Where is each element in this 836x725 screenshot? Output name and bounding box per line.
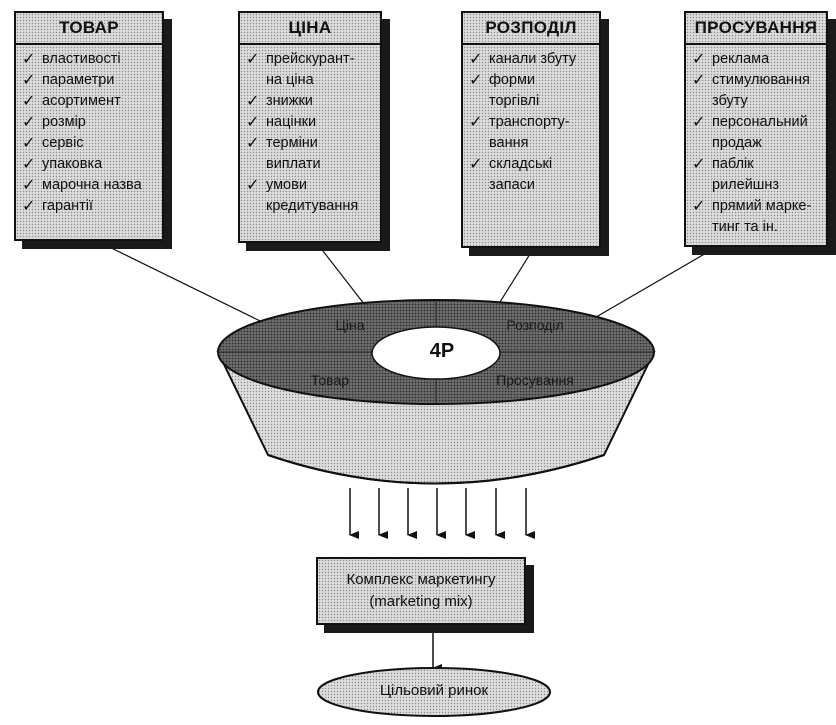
list-item-text: розмір xyxy=(42,114,86,130)
list-item-text: стимулювання збуту xyxy=(712,72,810,109)
check-icon: ✓ xyxy=(246,51,260,68)
target-market-ellipse xyxy=(317,667,551,717)
check-icon: ✓ xyxy=(22,114,36,131)
list-item: ✓ упаковка xyxy=(22,154,162,175)
segment-label-prosuvannya: Просування xyxy=(496,372,574,388)
list-item-text: сервіс xyxy=(42,135,84,151)
list-item-text: реклама xyxy=(712,51,770,67)
box-items: ✓ канали збуту ✓ форми торгівлі ✓ транспорту-… xyxy=(463,45,599,196)
check-icon: ✓ xyxy=(469,156,483,173)
list-item-text: знижки xyxy=(266,93,313,109)
box-tsina: ЦІНА ✓ прейскурант- на ціна ✓ знижки ✓ націнк… xyxy=(238,11,382,243)
check-icon: ✓ xyxy=(22,156,36,173)
list-item: ✓ складські запаси xyxy=(469,154,599,196)
box-tovar: ТОВАР ✓властивості✓параметри✓асортимент✓… xyxy=(14,11,164,241)
check-icon: ✓ xyxy=(692,156,706,173)
check-icon: ✓ xyxy=(469,51,483,68)
box-rozpodil: РОЗПОДІЛ ✓ канали збуту ✓ форми торгівлі ✓ тр… xyxy=(461,11,601,248)
list-item-text: параметри xyxy=(42,72,115,88)
check-icon: ✓ xyxy=(692,114,706,131)
list-item: ✓ прейскурант- на ціна xyxy=(246,49,380,91)
list-item-text: персональний продаж xyxy=(712,114,808,151)
check-icon: ✓ xyxy=(692,72,706,89)
check-icon: ✓ xyxy=(469,114,483,131)
check-icon: ✓ xyxy=(22,135,36,152)
list-item-text: терміни виплати xyxy=(266,135,321,172)
check-icon: ✓ xyxy=(246,93,260,110)
list-item: ✓ гарантії xyxy=(22,196,162,217)
list-item: ✓ властивості xyxy=(22,49,162,70)
box-title: ПРОСУВАННЯ xyxy=(686,13,826,45)
list-item: ✓ стимулювання збуту xyxy=(692,70,826,112)
arrow-group xyxy=(349,488,535,539)
check-icon: ✓ xyxy=(22,93,36,110)
list-item: ✓ розмір xyxy=(22,112,162,133)
check-icon: ✓ xyxy=(692,51,706,68)
list-item-text: прейскурант- на ціна xyxy=(266,51,355,88)
list-item: ✓ терміни виплати xyxy=(246,133,380,175)
list-item: ✓ форми торгівлі xyxy=(469,70,599,112)
list-item: ✓ націнки xyxy=(246,112,380,133)
list-item: ✓ прямий марке- тинг та ін. xyxy=(692,196,826,238)
list-item-text: форми торгівлі xyxy=(489,72,540,109)
check-icon: ✓ xyxy=(22,72,36,89)
list-item: ✓ паблік рилейшнз xyxy=(692,154,826,196)
check-icon: ✓ xyxy=(246,135,260,152)
list-item-text: асортимент xyxy=(42,93,121,109)
list-item-text: упаковка xyxy=(42,156,103,172)
target-market-label: Цільовий ринок xyxy=(379,682,489,699)
list-item: ✓ параметри xyxy=(22,70,162,91)
box-items: ✓ прейскурант- на ціна ✓ знижки ✓ націнки ✓ тер… xyxy=(240,45,380,217)
list-item-text: гарантії xyxy=(42,198,94,214)
box-items: ✓ властивості ✓ параметри ✓ асортимент ✓ розмір… xyxy=(16,45,162,217)
bowl-center xyxy=(371,326,501,380)
list-item-text: націнки xyxy=(266,114,317,130)
marketing-mix-box: Комплекс маркетингу (marketing mix) xyxy=(316,557,526,625)
list-item-text: паблік рилейшнз xyxy=(712,156,780,193)
list-item: ✓ асортимент xyxy=(22,91,162,112)
list-item: ✓ знижки xyxy=(246,91,380,112)
check-icon: ✓ xyxy=(469,72,483,89)
list-item: ✓ персональний продаж xyxy=(692,112,826,154)
list-item: ✓ марочна назва xyxy=(22,175,162,196)
check-icon: ✓ xyxy=(692,198,706,215)
list-item: ✓ реклама xyxy=(692,49,826,70)
check-icon: ✓ xyxy=(22,198,36,215)
box-title: ЦІНА xyxy=(240,13,380,45)
list-item: ✓ сервіс xyxy=(22,133,162,154)
box-title: РОЗПОДІЛ xyxy=(463,13,599,45)
marketing-mix-title: Комплекс маркетингу xyxy=(346,571,496,588)
check-icon: ✓ xyxy=(22,177,36,194)
marketing-mix-subtitle: (marketing mix) xyxy=(369,593,473,610)
box-items: ✓ реклама ✓ стимулювання збуту ✓ персональний… xyxy=(686,45,826,238)
list-item-text: транспорту- вання xyxy=(489,114,570,151)
check-icon: ✓ xyxy=(22,51,36,68)
list-item-text: прямий марке- тинг та ін. xyxy=(712,198,812,235)
segment-label-rozpodil: Розподіл xyxy=(506,317,563,333)
bowl-center-label: 4P xyxy=(429,340,455,362)
list-item: ✓ умови кредитування xyxy=(246,175,380,217)
segment-label-tovar: Товар xyxy=(311,372,349,388)
check-icon: ✓ xyxy=(246,114,260,131)
list-item-text: складські запаси xyxy=(489,156,553,193)
bowl-bottom-rim xyxy=(267,454,605,485)
check-icon: ✓ xyxy=(246,177,260,194)
list-item: ✓ канали збуту xyxy=(469,49,599,70)
list-item-text: канали збуту xyxy=(489,51,577,67)
box-title: ТОВАР xyxy=(16,13,162,45)
list-item-text: марочна назва xyxy=(42,177,142,193)
list-item-text: умови кредитування xyxy=(266,177,359,214)
box-prosuvannya: ПРОСУВАННЯ ✓ реклама ✓ стимулювання збуту ✓ п… xyxy=(684,11,828,247)
list-item-text: властивості xyxy=(42,51,121,67)
segment-label-tsina: Ціна xyxy=(336,317,365,333)
list-item: ✓ транспорту- вання xyxy=(469,112,599,154)
